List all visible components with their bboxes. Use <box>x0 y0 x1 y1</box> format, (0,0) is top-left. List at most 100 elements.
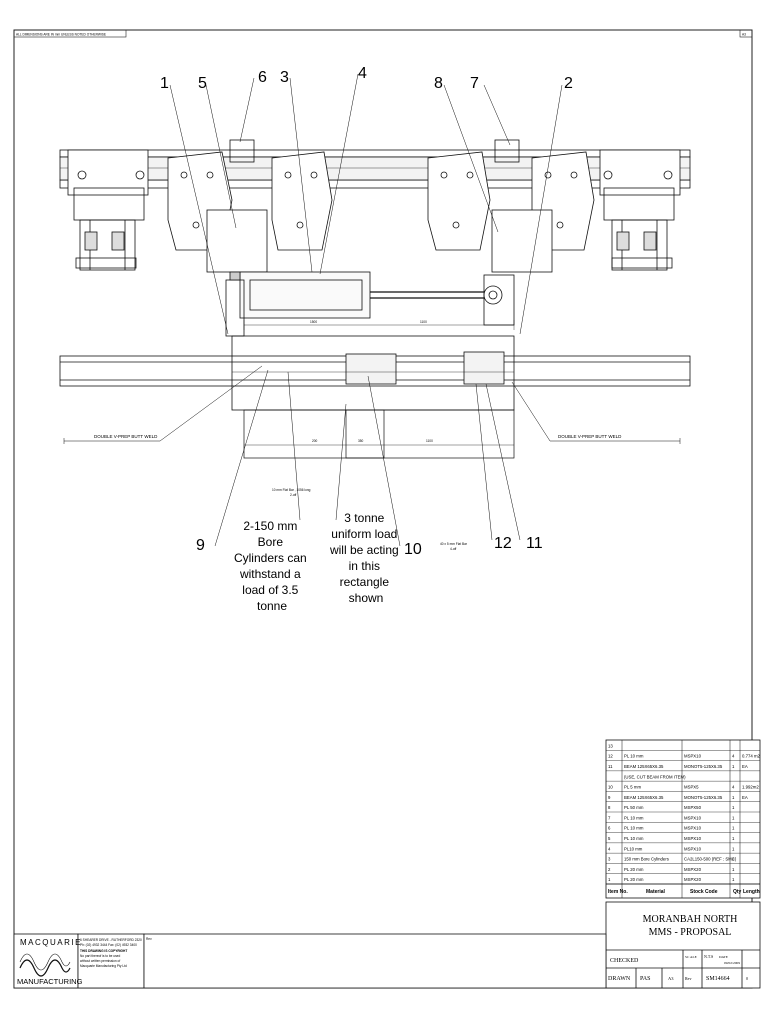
lower-beam <box>59 335 691 411</box>
callout-11: 11 <box>526 535 543 552</box>
bom-cell: MSPX10 <box>684 826 702 831</box>
flat-bar-note: 10 mm Flat Bar , 1056 long 2-off <box>272 488 311 497</box>
weld-note-right: DOUBLE V-PREP BUTT WELD <box>558 434 622 439</box>
cylinder-capacity-note: 2-150 mm Bore Cylinders can withstand a … <box>234 519 310 613</box>
bom-cell: MSPX20 <box>684 877 702 882</box>
bom-cell: 1 <box>732 826 735 831</box>
bom-cell: 1 <box>732 795 735 800</box>
load-note: 3 tonne uniform load will be acting in t… <box>329 511 402 605</box>
checked-label: CHECKED <box>610 958 639 964</box>
bom-cell: 11 <box>608 764 613 769</box>
dimension-lines <box>243 320 515 446</box>
callout-4: 4 <box>358 65 367 82</box>
bom-cell: MSPX10 <box>684 836 702 841</box>
bom-cell: MSPX10 <box>684 846 702 851</box>
callout-9: 9 <box>196 537 205 554</box>
bom-cell: (USE, CUT BEAM FROM ITEM) <box>624 774 686 779</box>
bom-cell: 4 <box>608 846 611 851</box>
bom-cell: 9 <box>608 795 611 800</box>
bom-cell: 1 <box>732 846 735 851</box>
title-block <box>605 901 761 989</box>
scale-value: N.T.S <box>704 954 713 959</box>
bom-header-length: Length <box>743 889 760 895</box>
bom-cell: 4 <box>732 754 735 759</box>
dim-label-4: 200 <box>312 439 318 443</box>
bom-cell: 3 <box>608 857 611 862</box>
company-name-top: MACQUARIE <box>20 938 82 947</box>
callout-12: 12 <box>494 535 512 552</box>
bom-cell: MSPX5 <box>684 785 699 790</box>
rev-value: 0 <box>746 976 748 981</box>
bom-cell: PL10 mm <box>624 846 643 851</box>
company-info: 6 SHEARER DRIVE - RUTHERFORD 2320 Ph: (0… <box>80 938 143 968</box>
bom-cell: PL 5 mm <box>624 785 641 790</box>
rev-box-label: Rev <box>146 937 152 941</box>
bom-cell: 1 <box>732 867 735 872</box>
bom-header-item: Item No. <box>608 889 628 895</box>
bom-cell: 4 <box>732 785 735 790</box>
bom-cell: PL 10 mm <box>624 826 644 831</box>
drawn-label: DRAWN <box>608 976 631 982</box>
bom-cell: PL 10 mm <box>624 836 644 841</box>
callout-6: 6 <box>258 69 267 86</box>
bom-cell: 10 <box>608 785 613 790</box>
bom-cell: PL 10 mm <box>624 754 644 759</box>
bom-cell: 2 <box>608 867 611 872</box>
drawing-title-line2: MMS - PROPOSAL <box>649 927 732 938</box>
bom-cell: MSPX50 <box>684 805 702 810</box>
weld-note-left: DOUBLE V-PREP BUTT WELD <box>94 434 158 439</box>
bom-cell: 1 <box>732 877 735 882</box>
dim-label-3: 1100 <box>426 439 433 443</box>
company-logo-icon <box>19 953 71 977</box>
bom-cell: MONOT5-125X6.35 <box>684 795 723 800</box>
bom-cell: MSPX10 <box>684 815 702 820</box>
date-label: DATE <box>719 955 728 959</box>
date-value: 09/02/2009 <box>724 961 740 965</box>
bom-cell: BEAM 125X65X6.35 <box>624 795 664 800</box>
bom-header-row: Item No. Material Stock Code Qty Length <box>606 883 760 895</box>
bom-cell: 1 <box>732 764 735 769</box>
bom-cell: 7 <box>608 815 611 820</box>
load-rectangle <box>243 409 515 459</box>
bom-cell: 1 <box>732 805 735 810</box>
size-value: A3 <box>668 976 674 981</box>
drawing-title-line1: MORANBAH NORTH <box>643 914 738 925</box>
bom-cell: PL 20 mm <box>624 877 644 882</box>
callout-2: 2 <box>564 75 573 92</box>
bom-cell: BEAM 125X65X6.35 <box>624 764 664 769</box>
callout-3: 3 <box>280 69 289 86</box>
rev-label: Rev <box>685 976 691 981</box>
flat-bar-note-2: 40 x 5 mm Flat Bar 4-off <box>440 542 468 551</box>
bom-header-qty: Qty <box>733 889 742 895</box>
bom-cell: 150 mm Bore Cylinders <box>624 857 669 862</box>
bom-cell: 6 <box>608 826 611 831</box>
bom-cell: MSPX20 <box>684 867 702 872</box>
corner-tag-box <box>739 29 753 38</box>
corner-tag: A3 <box>742 33 746 37</box>
bom-cell: PL 50 mm <box>624 805 644 810</box>
scale-label: SC ALE <box>685 955 697 959</box>
callout-leaders <box>169 73 563 547</box>
bom-cell: MSPX10 <box>684 754 702 759</box>
bom-cell: PL 10 mm <box>624 815 644 820</box>
bom-cell: 5 <box>608 836 611 841</box>
upper-rail-assembly <box>59 139 691 337</box>
company-block <box>13 933 607 989</box>
bom-header-material: Material <box>646 889 666 895</box>
bom-cell: 1 <box>732 836 735 841</box>
bom-cell: 2 <box>732 857 735 862</box>
top-note: ALL DIMENSIONS ARE IN mm UNLESS NOTED OT… <box>16 33 106 37</box>
bom-cell: 1 <box>608 877 611 882</box>
bom-cell: 1 <box>732 815 735 820</box>
drawn-by: PAS <box>640 976 650 982</box>
bom-cell: PL 20 mm <box>624 867 644 872</box>
bom-cell: 13 <box>608 743 613 748</box>
dim-label-5: 350 <box>358 439 364 443</box>
callout-5: 5 <box>198 75 207 92</box>
bom-cell: 8 <box>608 805 611 810</box>
bom-cell: 1.992m2 <box>742 785 759 790</box>
dim-label-2: 1100 <box>420 320 427 324</box>
bom-cell: 0.774 m2 <box>742 754 761 759</box>
top-note-box <box>13 29 127 38</box>
